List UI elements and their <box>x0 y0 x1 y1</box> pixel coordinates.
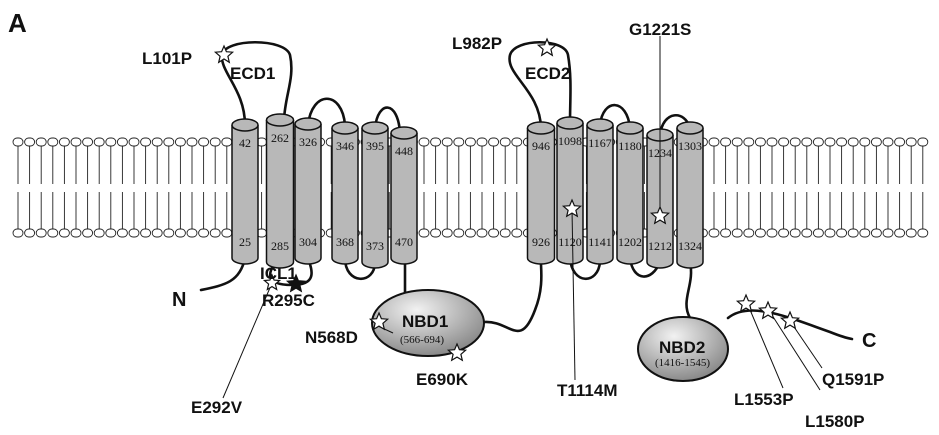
helix-1-bottom-residue: 25 <box>239 235 251 249</box>
helix-12-bottom-residue: 1324 <box>678 239 702 253</box>
helix-10-bottom-residue: 1202 <box>618 235 642 249</box>
helix-6: 448 470 <box>391 127 417 264</box>
ecd1-label: ECD1 <box>230 64 275 83</box>
icl1-label: ICL1 <box>260 264 297 283</box>
helix-11-bottom-residue: 1212 <box>648 239 672 253</box>
helix-8: 1098 1120 <box>557 117 583 264</box>
mutation-label-L101P: L101P <box>142 49 192 68</box>
helix-10-top-residue: 1180 <box>618 139 642 153</box>
helix-4-bottom-residue: 368 <box>336 235 354 249</box>
mutation-label-R295C: R295C <box>262 291 315 310</box>
helix-2-top-residue: 262 <box>271 131 289 145</box>
helix-3-top-residue: 326 <box>299 135 317 149</box>
helix-3: 326 304 <box>295 118 321 264</box>
helix-6-top-residue: 448 <box>395 144 413 158</box>
ecd2-label: ECD2 <box>525 64 570 83</box>
c-terminus-label: C <box>862 330 876 352</box>
mutation-label-Q1591P: Q1591P <box>822 370 884 389</box>
nbd1-name: NBD1 <box>402 312 448 331</box>
mutation-star-L101P <box>215 46 232 62</box>
helix-7: 946 926 <box>528 122 555 264</box>
helix-4-top-residue: 346 <box>336 139 354 153</box>
lipid-bilayer <box>13 138 928 237</box>
helix-9: 1167 1141 <box>587 119 613 264</box>
mutation-label-G1221S: G1221S <box>629 20 691 39</box>
helix-7-top-residue: 946 <box>532 139 550 153</box>
nbd2-name: NBD2 <box>659 338 705 357</box>
panel-label: A <box>8 8 27 38</box>
helix-5-bottom-residue: 373 <box>366 239 384 253</box>
helix-4: 346 368 <box>332 122 358 264</box>
helix-2-bottom-residue: 285 <box>271 239 289 253</box>
mutation-label-T1114M: T1114M <box>557 381 618 400</box>
mutation-label-L982P: L982P <box>452 34 502 53</box>
mutation-label-E292V: E292V <box>191 398 243 417</box>
helix-9-top-residue: 1167 <box>588 136 612 150</box>
helix-5: 395 373 <box>362 122 388 268</box>
helix-8-bottom-residue: 1120 <box>558 235 582 249</box>
mutation-label-L1553P: L1553P <box>734 390 794 409</box>
helix-6-bottom-residue: 470 <box>395 235 413 249</box>
helix-2: 262 285 <box>267 114 294 268</box>
nbd2-range: (1416-1545) <box>655 357 710 369</box>
mutation-star-L1553P <box>737 295 754 311</box>
helix-12: 1303 1324 <box>677 122 703 268</box>
transmembrane-helices: 42 25 262 285 326 304 346 368 395 373 448 470 946 926… <box>232 114 703 268</box>
helix-9-bottom-residue: 1141 <box>588 235 612 249</box>
mutation-star-Q1591P <box>781 312 798 328</box>
helix-5-top-residue: 395 <box>366 139 384 153</box>
helix-10: 1180 1202 <box>617 122 643 264</box>
mutation-label-E690K: E690K <box>416 370 469 389</box>
n-terminus-label: N <box>172 289 186 311</box>
helix-12-top-residue: 1303 <box>678 139 702 153</box>
helix-1-top-residue: 42 <box>239 136 251 150</box>
nbd1-range: (566-694) <box>400 334 444 346</box>
helix-1: 42 25 <box>232 119 258 264</box>
helix-8-top-residue: 1098 <box>558 134 582 148</box>
mutation-label-L1580P: L1580P <box>805 412 865 431</box>
helix-3-bottom-residue: 304 <box>299 235 317 249</box>
mutation-star-L1580P <box>759 302 776 318</box>
mutation-label-N568D: N568D <box>305 328 358 347</box>
helix-7-bottom-residue: 926 <box>532 235 550 249</box>
